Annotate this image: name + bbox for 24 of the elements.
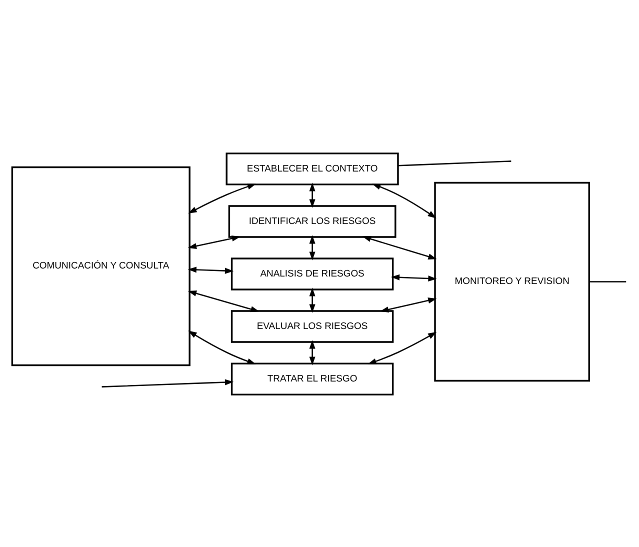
node-box: EVALUAR LOS RIESGOS — [230, 310, 394, 342]
arrow — [372, 183, 436, 218]
arrow — [188, 290, 260, 312]
arrow — [188, 330, 256, 364]
arrow — [102, 378, 234, 387]
arrow — [362, 236, 437, 259]
node-box: COMUNICACIÓN Y CONSULTA — [11, 166, 190, 366]
arrow — [390, 274, 437, 282]
arrow — [380, 297, 437, 312]
arrow — [309, 340, 316, 365]
node-box: IDENTIFICAR LOS RIESGOS — [228, 204, 396, 238]
arrow — [188, 266, 234, 274]
node-box: ANALISIS DE RIESGOS — [230, 257, 394, 290]
arrow — [309, 234, 316, 260]
arrow — [188, 234, 240, 249]
arrow — [368, 331, 437, 364]
node-box: ESTABLECER EL CONTEXTO — [226, 152, 399, 185]
node-box: TRATAR EL RIESGO — [230, 362, 394, 395]
arrow — [309, 182, 316, 208]
connector — [398, 160, 512, 166]
node-box: MONITOREO Y REVISION — [434, 181, 590, 382]
connector — [589, 280, 626, 282]
arrow — [188, 183, 256, 214]
arrow — [309, 287, 316, 312]
